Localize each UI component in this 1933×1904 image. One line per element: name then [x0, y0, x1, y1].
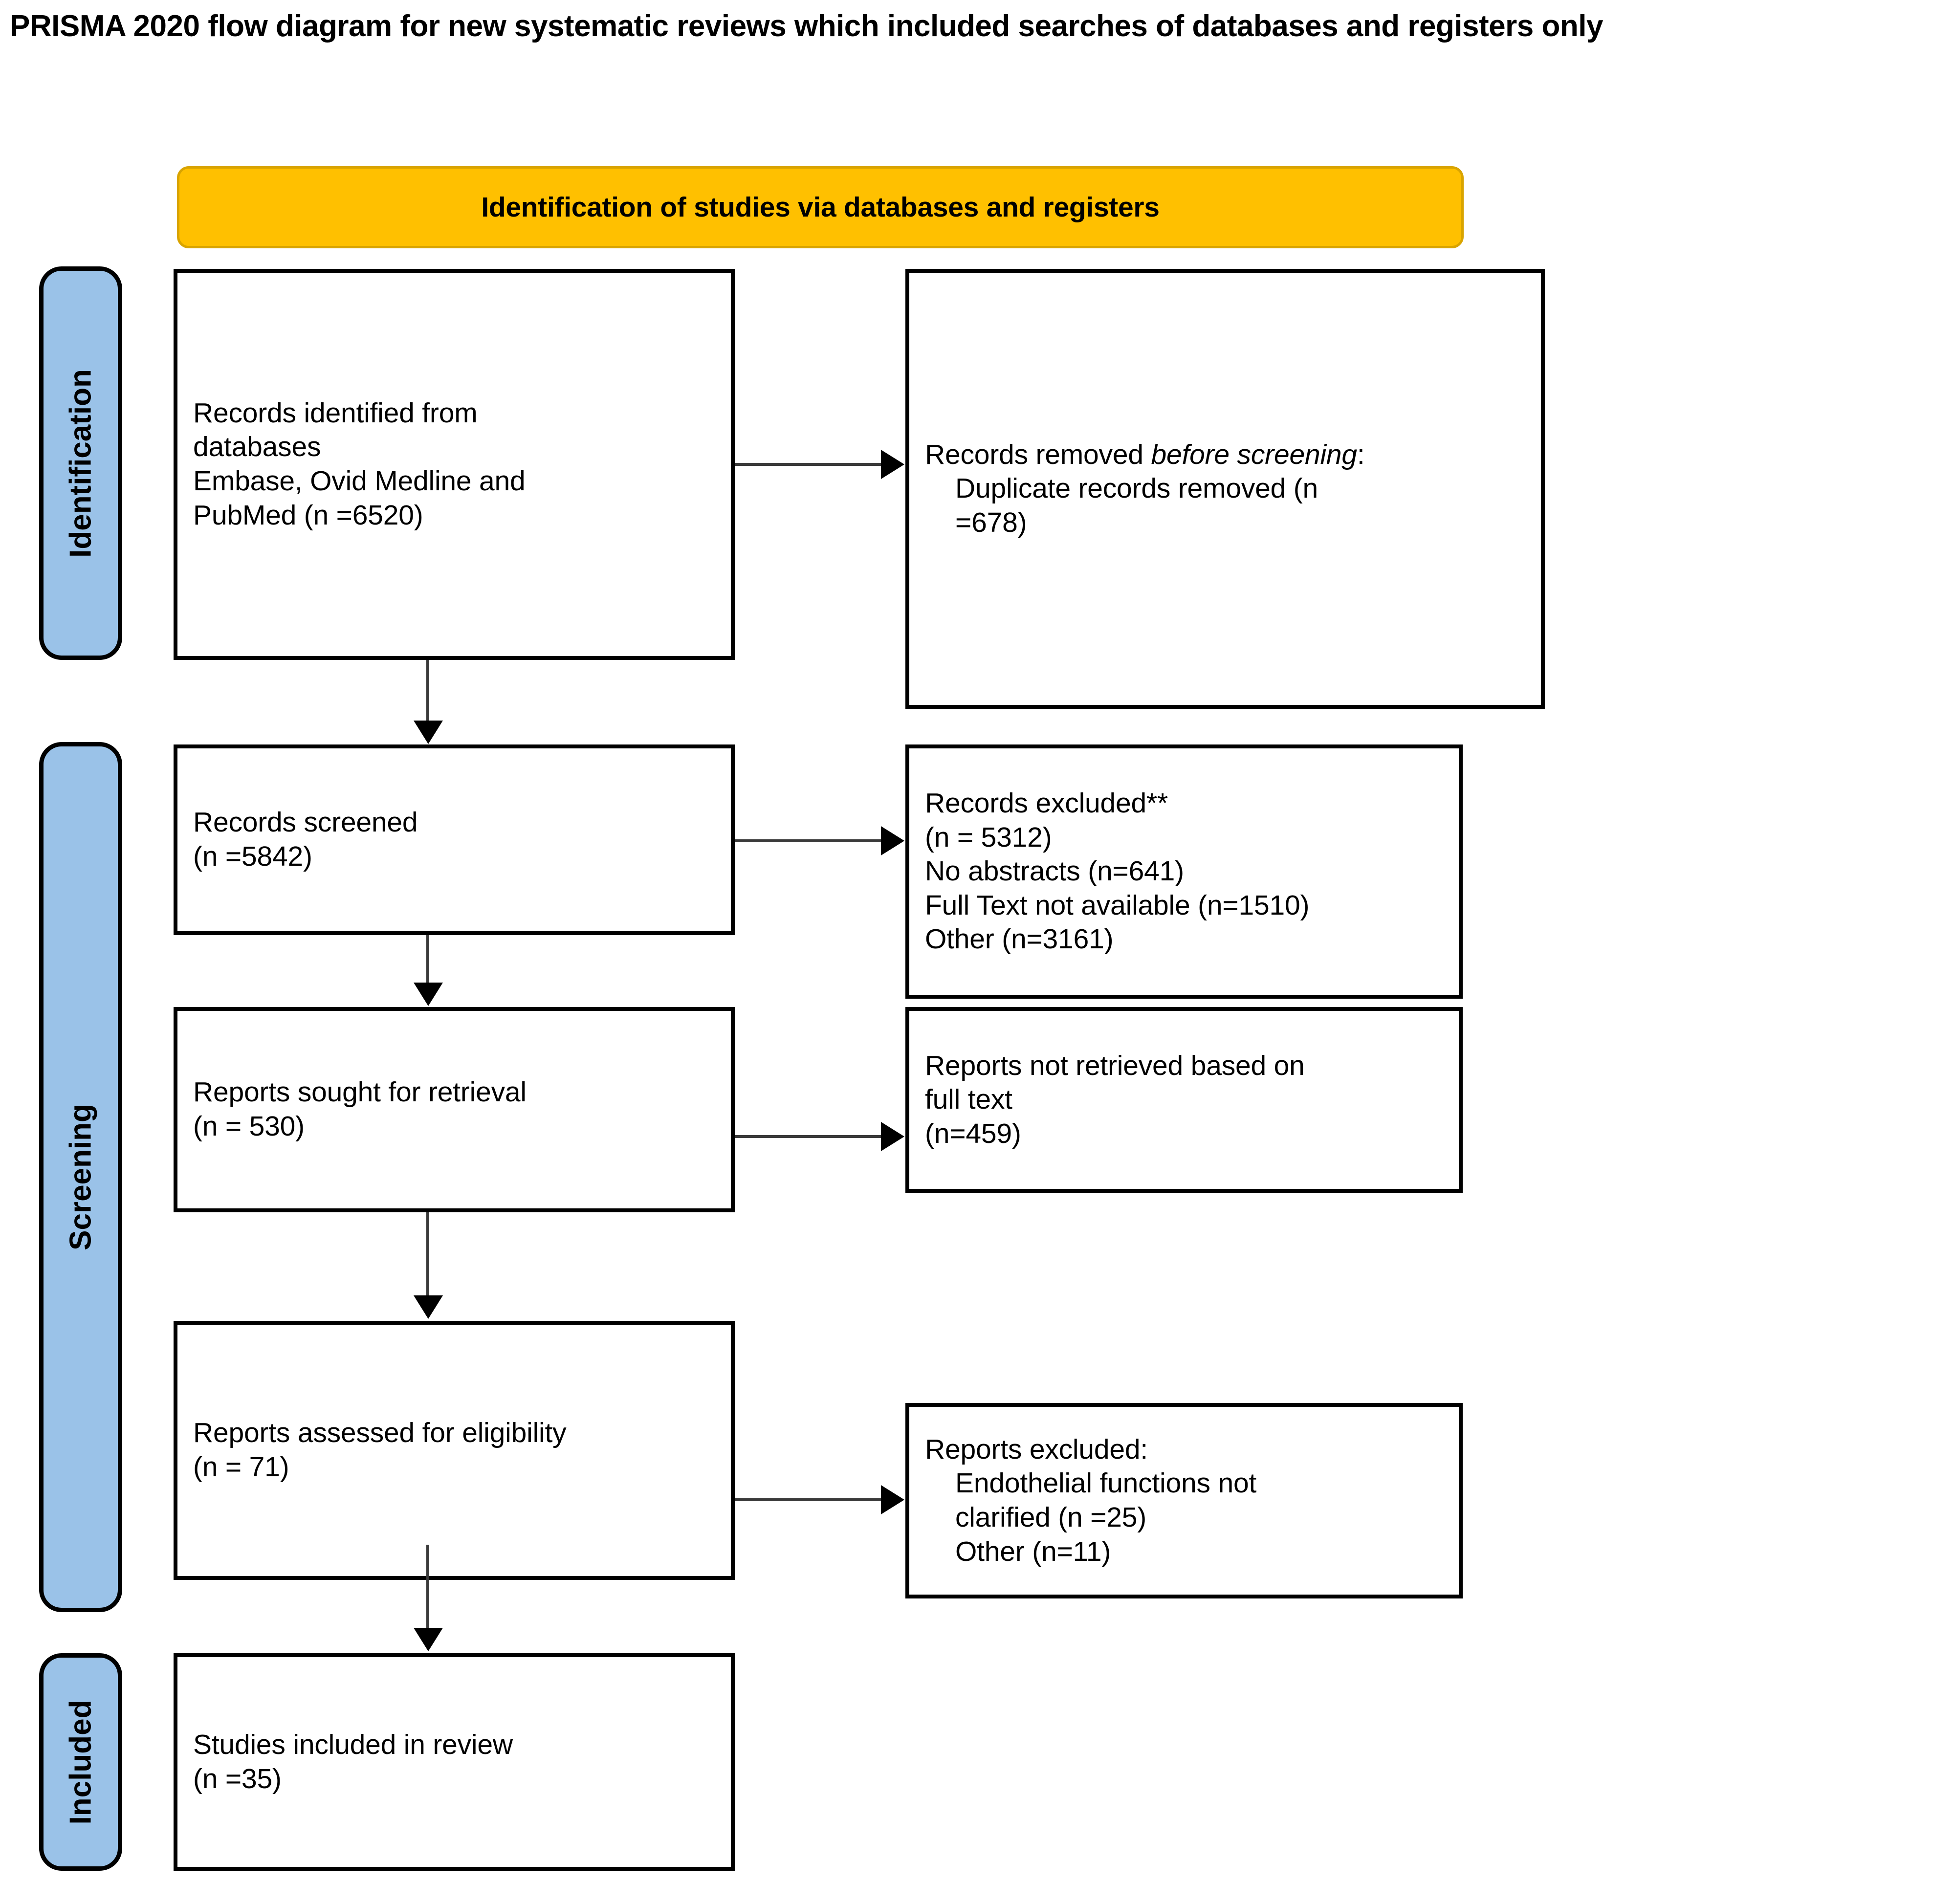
stage-rail-identification-label: Identification: [64, 369, 98, 558]
arrow-down-icon: [414, 1628, 443, 1651]
node-line: (n = 5312): [925, 821, 1052, 853]
arrow-down-icon: [414, 721, 443, 744]
connector-assessed-to-reports-excluded: [735, 1498, 882, 1501]
arrow-right-icon: [881, 826, 904, 855]
node-line: Records identified from: [193, 397, 478, 429]
node-reports-assessed-for-eligibility: Reports assessed for eligibility (n = 71…: [174, 1321, 735, 1580]
node-line: No abstracts (n=641): [925, 855, 1184, 887]
node-reports-excluded: Reports excluded: Endothelial functions …: [905, 1403, 1463, 1598]
node-line: Other (n=3161): [925, 923, 1114, 955]
node-line: Reports excluded:: [925, 1433, 1148, 1465]
connector-sought-to-assessed: [426, 1212, 429, 1296]
connector-assessed-to-included: [426, 1545, 429, 1629]
node-line: Reports not retrieved based on: [925, 1050, 1305, 1081]
stage-rail-screening: Screening: [39, 742, 122, 1612]
node-line: Embase, Ovid Medline and: [193, 465, 526, 497]
stage-rail-identification: Identification: [39, 266, 122, 660]
node-line: (n =5842): [193, 841, 312, 872]
node-line: Studies included in review: [193, 1729, 513, 1760]
node-line-heading: Records removed before screening:: [925, 438, 1525, 472]
arrow-right-icon: [881, 1485, 904, 1514]
node-line: clarified (n =25): [955, 1502, 1147, 1533]
node-line: (n =35): [193, 1763, 282, 1795]
node-records-screened: Records screened (n =5842): [174, 744, 735, 935]
node-line: (n = 530): [193, 1111, 305, 1142]
node-line: Duplicate records removed (n: [955, 473, 1318, 504]
node-line: Full Text not available (n=1510): [925, 889, 1310, 921]
node-records-identified: Records identified from databases Embase…: [174, 269, 735, 660]
node-line-italic: before screening: [1151, 438, 1358, 470]
node-line: Reports sought for retrieval: [193, 1076, 527, 1108]
node-records-excluded: Records excluded** (n = 5312) No abstrac…: [905, 744, 1463, 999]
node-line-prefix: Records removed: [925, 438, 1151, 470]
stage-header-label: Identification of studies via databases …: [481, 192, 1160, 223]
arrow-down-icon: [414, 1295, 443, 1319]
connector-screened-to-excluded: [735, 839, 882, 842]
node-line: databases: [193, 431, 321, 463]
connector-screened-to-sought: [426, 935, 429, 984]
stage-header-identification: Identification of studies via databases …: [177, 166, 1464, 248]
stage-rail-screening-label: Screening: [64, 1104, 98, 1250]
arrow-right-icon: [881, 1122, 904, 1151]
node-line: =678): [955, 506, 1027, 538]
arrow-down-icon: [414, 983, 443, 1006]
node-line-suffix: :: [1357, 438, 1365, 470]
page-title: PRISMA 2020 flow diagram for new systema…: [10, 9, 1603, 43]
node-records-removed-before-screening: Records removed before screening: Duplic…: [905, 269, 1545, 709]
node-reports-not-retrieved: Reports not retrieved based on full text…: [905, 1007, 1463, 1193]
node-line: Endothelial functions not: [955, 1467, 1257, 1499]
node-line: PubMed (n =6520): [193, 499, 423, 531]
arrow-right-icon: [881, 450, 904, 479]
stage-rail-included-label: Included: [64, 1700, 98, 1824]
node-line: full text: [925, 1084, 1012, 1116]
node-studies-included-in-review: Studies included in review (n =35): [174, 1653, 735, 1871]
node-line: Records excluded**: [925, 788, 1168, 819]
node-line: (n=459): [925, 1117, 1021, 1149]
connector-sought-to-not-retrieved: [735, 1135, 882, 1138]
node-line: (n = 71): [193, 1451, 289, 1483]
node-reports-sought-for-retrieval: Reports sought for retrieval (n = 530): [174, 1007, 735, 1212]
connector-identified-to-screened: [426, 660, 429, 722]
node-line: Other (n=11): [955, 1535, 1111, 1567]
node-line: Reports assessed for eligibility: [193, 1417, 567, 1449]
stage-rail-included: Included: [39, 1653, 122, 1871]
connector-identified-to-removed: [735, 463, 882, 466]
node-line: Records screened: [193, 807, 418, 838]
